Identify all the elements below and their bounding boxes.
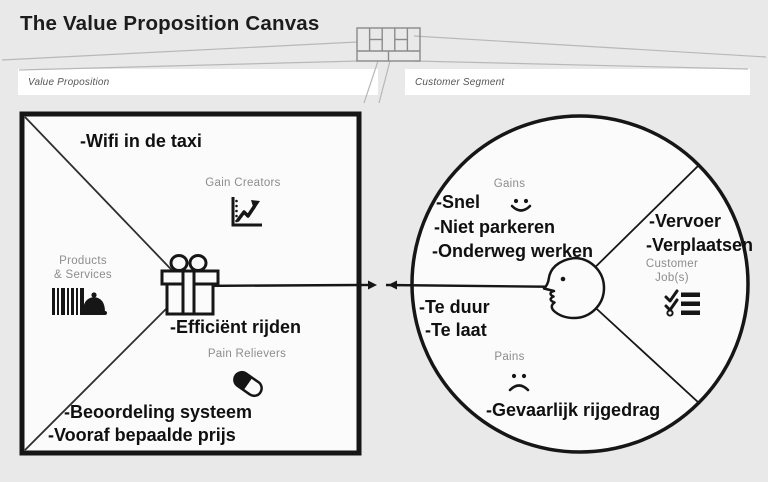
double-arrow-icon: [359, 280, 397, 290]
note-vooraf-bepaalde-prijs: -Vooraf bepaalde prijs: [48, 425, 236, 445]
sad-face-icon: [508, 373, 530, 392]
note-efficient-rijden: -Efficiënt rijden: [170, 317, 302, 337]
products-services-label: Products & Services: [54, 255, 112, 282]
note-wifi: -Wifi in de taxi: [80, 131, 202, 151]
gains-label: Gains: [493, 178, 526, 190]
pains-label: Pains: [494, 351, 525, 363]
pain-relievers-label: Pain Relievers: [207, 348, 287, 360]
note-snel: -Snel: [436, 192, 481, 212]
page-title: The Value Proposition Canvas: [20, 12, 320, 35]
customer-segment-label: Customer Segment: [415, 76, 505, 88]
gift-box-icon: [160, 254, 220, 316]
cloche-icon: [80, 292, 107, 315]
smiley-face-icon: [510, 198, 532, 212]
note-niet-parkeren: -Niet parkeren: [434, 217, 556, 237]
gain-creators-label: Gain Creators: [205, 177, 281, 189]
note-vervoer: -Vervoer: [649, 211, 722, 231]
customer-jobs-label: Customer Job(s): [645, 258, 699, 285]
value-proposition-label: Value Proposition: [28, 76, 110, 88]
pill-icon: [233, 370, 263, 398]
projection-lines: [1, 35, 767, 104]
note-te-laat: -Te laat: [425, 320, 487, 340]
note-te-duur: -Te duur: [419, 297, 490, 317]
barcode-icon: [52, 288, 84, 315]
value-proposition-header-bar: Value Proposition: [18, 69, 378, 95]
customer-segment-header-bar: Customer Segment: [405, 69, 750, 95]
checklist-icon: [664, 289, 700, 317]
bmc-grid-icon: [356, 27, 421, 62]
note-gevaarlijk-rijgedrag: -Gevaarlijk rijgedrag: [486, 400, 661, 420]
note-onderweg-werken: -Onderweg werken: [432, 241, 594, 261]
growth-chart-icon: [231, 197, 262, 227]
head-profile-icon: [542, 256, 606, 320]
note-verplaatsen: -Verplaatsen: [646, 235, 754, 255]
note-beoordeling-systeem: -Beoordeling systeem: [64, 402, 253, 422]
value-map-divider-lines: [24, 116, 360, 451]
